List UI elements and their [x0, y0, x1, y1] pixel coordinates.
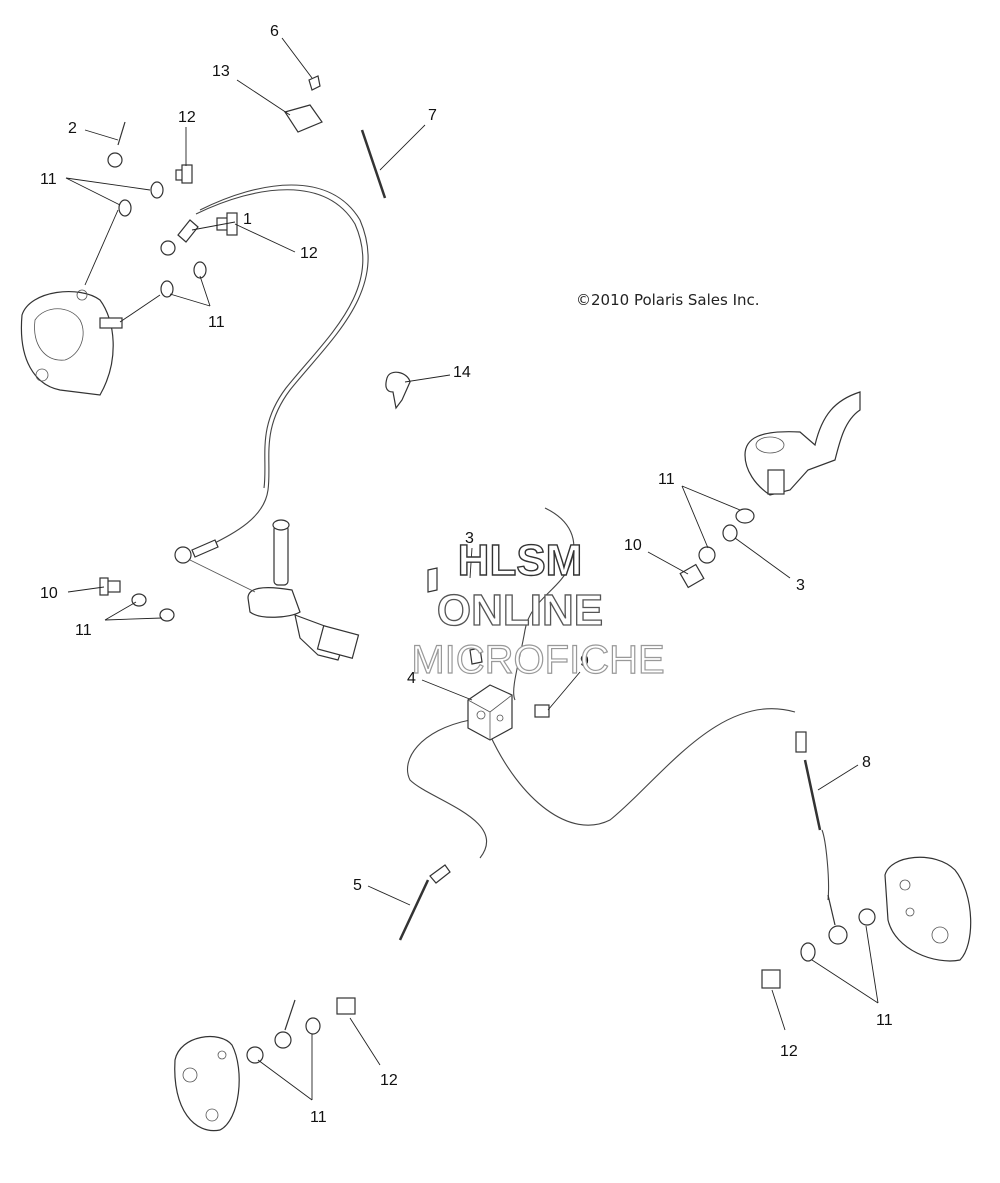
- brake-lines: [195, 184, 830, 901]
- caliper-rear-right: [884, 856, 972, 962]
- master-cylinder: [744, 391, 861, 496]
- callout-11-top: 11: [40, 171, 57, 188]
- front-brake-line: [199, 184, 369, 549]
- callout-1: 1: [243, 211, 252, 228]
- callout-11-bottom-right: 11: [876, 1012, 893, 1029]
- callout-5: 5: [353, 877, 362, 894]
- callout-10-right: 10: [624, 537, 642, 554]
- watermark-line-1: HLSM: [458, 536, 583, 585]
- callout-11-upper: 11: [208, 314, 225, 331]
- callout-12-upper: 12: [300, 245, 318, 262]
- leader-lines: [65, 37, 879, 1101]
- watermark: HLSM ONLINE MICROFICHE: [411, 535, 666, 682]
- callout-9: 9: [580, 653, 589, 670]
- pedal-master-cylinder: [189, 519, 360, 661]
- callout-11-right: 11: [658, 471, 675, 488]
- callout-8: 8: [862, 754, 871, 771]
- watermark-line-3: MICROFICHE: [411, 638, 664, 682]
- callout-3-center: 3: [465, 530, 474, 547]
- copyright-notice: ©2010 Polaris Sales Inc.: [576, 291, 760, 309]
- callout-12-bottom-left: 12: [380, 1072, 398, 1089]
- callout-13: 13: [212, 63, 230, 80]
- caliper-front-left: [20, 289, 123, 396]
- callout-3-right: 3: [796, 577, 805, 594]
- callout-numbers: 6 13 7 2 12 11 1 12 11 14 11 10 3 3 10 1…: [40, 23, 893, 1126]
- distribution-block: [467, 684, 513, 741]
- caliper-line-right: [821, 829, 830, 901]
- callout-7: 7: [428, 107, 437, 124]
- callout-12-bottom-right: 12: [780, 1043, 798, 1060]
- callout-11-bottom-left: 11: [310, 1109, 327, 1126]
- center-brake-line: [513, 507, 575, 701]
- rear-brake-line-right: [489, 708, 796, 826]
- callout-2: 2: [68, 120, 77, 137]
- callout-4: 4: [407, 670, 416, 687]
- callout-12-top: 12: [178, 109, 196, 126]
- callout-10-left: 10: [40, 585, 58, 602]
- callout-11-left: 11: [75, 622, 92, 639]
- callout-6: 6: [270, 23, 279, 40]
- fittings-hardware: [99, 75, 876, 1064]
- callout-14: 14: [453, 364, 471, 381]
- watermark-line-2: ONLINE: [437, 586, 603, 635]
- rear-brake-line-left: [406, 719, 488, 859]
- caliper-rear-left: [174, 1036, 240, 1132]
